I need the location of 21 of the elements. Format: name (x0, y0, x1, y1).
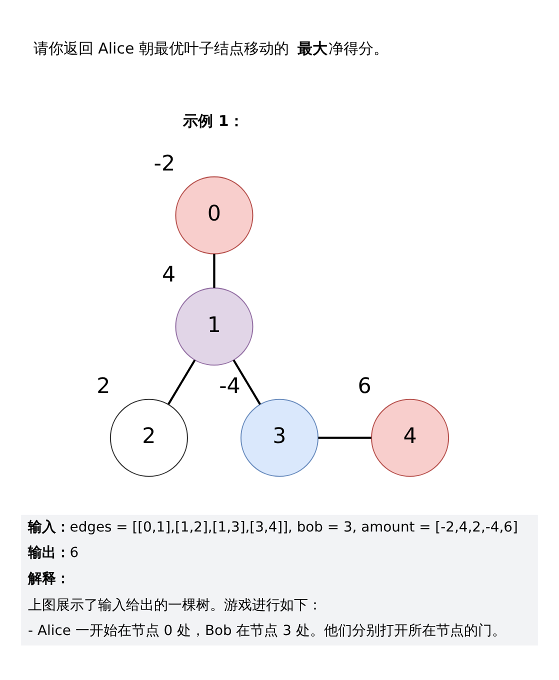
node-label: -2 (154, 150, 176, 176)
node-label: 6 (358, 373, 372, 398)
label: 输入：edges = [[0,1],[1,2],[1,3],[3,4]], bob = 3, amount = [-2,4,2,-4,6] (28, 518, 518, 535)
node-circle: 3 (240, 398, 319, 476)
label: 上图展示了输入给出的一棵树。游戏进行如下： (28, 596, 322, 613)
node-circle: 1 (175, 287, 254, 366)
label: 示例 1： (183, 112, 244, 130)
node-circle: 4 (370, 398, 450, 476)
connector (232, 359, 261, 404)
node-circle: 2 (110, 398, 188, 476)
node-circle: 0 (175, 176, 254, 254)
connector (318, 436, 372, 438)
connector (167, 359, 196, 404)
label: - Alice 一开始在节点 0 处，Bob 在节点 3 处。他们分别打开所在节点的门。 (28, 622, 506, 639)
connector (213, 253, 216, 288)
node-label: 4 (162, 262, 176, 288)
node-label: -4 (219, 373, 240, 398)
label: 输出：6 (28, 544, 79, 561)
node-label: 2 (96, 373, 110, 398)
label: 解释： (28, 570, 70, 586)
label: 请你返回 Alice 朝最优叶子结点移动的 最大净得分。 (33, 38, 389, 57)
